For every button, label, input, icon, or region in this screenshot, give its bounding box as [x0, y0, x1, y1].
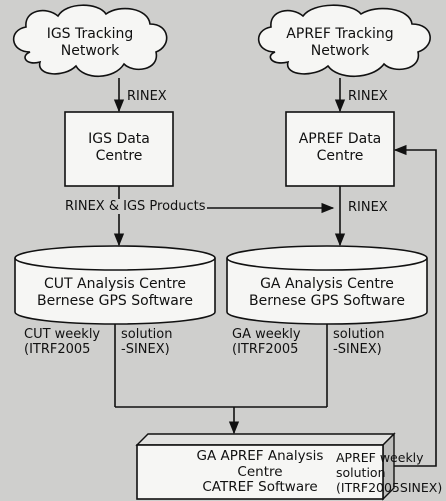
- apref-weekly-label: APREF weekly solution (ITRF2005SINEX): [336, 450, 443, 495]
- rinex-mid-right-label: RINEX: [348, 200, 388, 215]
- igs-network-cloud: [12, 4, 168, 77]
- cut-weekly-label: CUT weekly (ITRF2005: [24, 327, 101, 357]
- ga-analysis-label: GA Analysis Centre Bernese GPS Software: [249, 276, 405, 309]
- ga-analysis-cylinder: [226, 245, 428, 325]
- rinex-igs-products-label: RINEX & IGS Products: [64, 199, 207, 214]
- ga-apref-analysis-box: [135, 432, 396, 501]
- cut-analysis-cylinder: [14, 245, 216, 325]
- igs-network-label: IGS Tracking Network: [46, 26, 134, 59]
- rinex-right-label: RINEX: [348, 89, 388, 104]
- arrow-apref-feedback: [393, 144, 437, 467]
- igs-data-centre-box: [64, 111, 174, 187]
- ga-apref-analysis-label: GA APREF Analysis Centre CATREF Software: [196, 448, 324, 495]
- cut-solution-label: solution -SINEX): [121, 327, 173, 357]
- rinex-left-label: RINEX: [127, 89, 167, 104]
- igs-data-centre-label: IGS Data Centre: [88, 131, 150, 164]
- apref-network-label: APREF Tracking Network: [286, 26, 394, 59]
- apref-data-centre-label: APREF Data Centre: [298, 131, 382, 164]
- ga-solution-label: solution -SINEX): [333, 327, 385, 357]
- cut-analysis-label: CUT Analysis Centre Bernese GPS Software: [37, 276, 193, 309]
- ga-weekly-label: GA weekly (ITRF2005: [232, 327, 301, 357]
- apref-network-cloud: [257, 4, 431, 77]
